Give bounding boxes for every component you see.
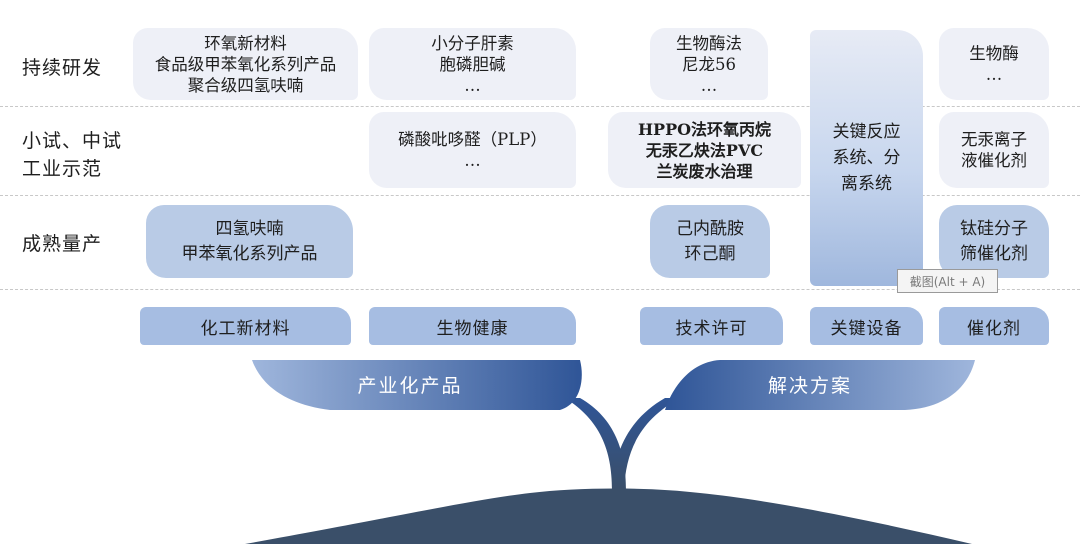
branch-label-right: 解决方案 [768, 375, 852, 397]
cell-mass-license: 己内酰胺 环己酮 [650, 205, 770, 278]
cell-line: … [464, 151, 481, 170]
cell-line: 环氧新材料 [204, 33, 287, 53]
key-systems-line: 关键反应 [832, 122, 901, 142]
category-license: 技术许可 [640, 307, 783, 345]
tree-base [245, 488, 972, 544]
cell-line: 筛催化剂 [960, 243, 1028, 264]
cell-research-bio-health: 小分子肝素 胞磷胆碱 … [369, 28, 576, 100]
cell-line: 甲苯氧化系列产品 [181, 243, 318, 264]
cell-line: 无汞乙炔法PVC [645, 140, 764, 160]
cell-line: 小分子肝素 [431, 33, 514, 53]
cell-line: 液催化剂 [961, 151, 1027, 170]
category-bio-health: 生物健康 [369, 307, 576, 345]
cell-line: 环己酮 [684, 243, 736, 264]
cell-line: 磷酸吡哆醛（PLP） [398, 130, 547, 149]
branch-leaf-left [252, 360, 582, 410]
cell-pilot-catalyst: 无汞离子 液催化剂 [939, 112, 1049, 188]
cell-line: 己内酰胺 [676, 218, 744, 239]
cell-line: HPPO法环氧丙烷 [637, 119, 772, 139]
cell-research-catalyst: 生物酶 … [939, 28, 1049, 100]
cell-line: 四氢呋喃 [215, 218, 284, 239]
cell-line: 胞磷胆碱 [439, 54, 506, 74]
cell-pilot-bio-health: 磷酸吡哆醛（PLP） … [369, 112, 576, 188]
cell-pilot-license: HPPO法环氧丙烷 无汞乙炔法PVC 兰炭废水治理 [608, 112, 801, 188]
row-label-research: 持续研发 [22, 57, 103, 79]
cell-line: 钛硅分子 [960, 218, 1028, 239]
row-label-pilot: 小试、中试 工业示范 [22, 130, 123, 180]
cell-line: 生物酶 [969, 44, 1019, 63]
category-new-materials: 化工新材料 [140, 307, 351, 345]
stem-right [612, 398, 680, 490]
screenshot-tooltip: 截图(Alt + A) [897, 269, 998, 293]
cell-line: 生物酶法 [676, 33, 742, 53]
cell-line: 尼龙56 [682, 54, 736, 74]
cell-line: … [985, 65, 1003, 84]
key-systems-column: 关键反应 系统、分 离系统 [810, 30, 923, 286]
key-systems-line: 离系统 [841, 174, 892, 194]
stem-left [565, 398, 626, 490]
category-catalyst: 催化剂 [939, 307, 1049, 345]
cell-line: … [464, 75, 481, 95]
row-separator [0, 195, 1080, 196]
cell-line: 兰炭废水治理 [656, 161, 753, 181]
cell-line: 食品级甲苯氧化系列产品 [154, 54, 337, 74]
branch-leaf-right [665, 360, 975, 410]
cell-mass-new-materials: 四氢呋喃 甲苯氧化系列产品 [146, 205, 353, 278]
cell-line: 无汞离子 [961, 130, 1027, 149]
cell-research-new-materials: 环氧新材料 食品级甲苯氧化系列产品 聚合级四氢呋喃 [133, 28, 358, 100]
branch-label-left: 产业化产品 [357, 375, 462, 397]
category-equipment: 关键设备 [810, 307, 923, 345]
cell-mass-catalyst: 钛硅分子 筛催化剂 [939, 205, 1049, 278]
key-systems-line: 系统、分 [832, 148, 901, 168]
row-separator [0, 289, 1080, 290]
cell-line: … [700, 75, 718, 95]
cell-research-license: 生物酶法 尼龙56 … [650, 28, 768, 100]
row-label-mass: 成熟量产 [22, 233, 103, 255]
row-separator [0, 106, 1080, 107]
cell-line: 聚合级四氢呋喃 [187, 75, 304, 95]
